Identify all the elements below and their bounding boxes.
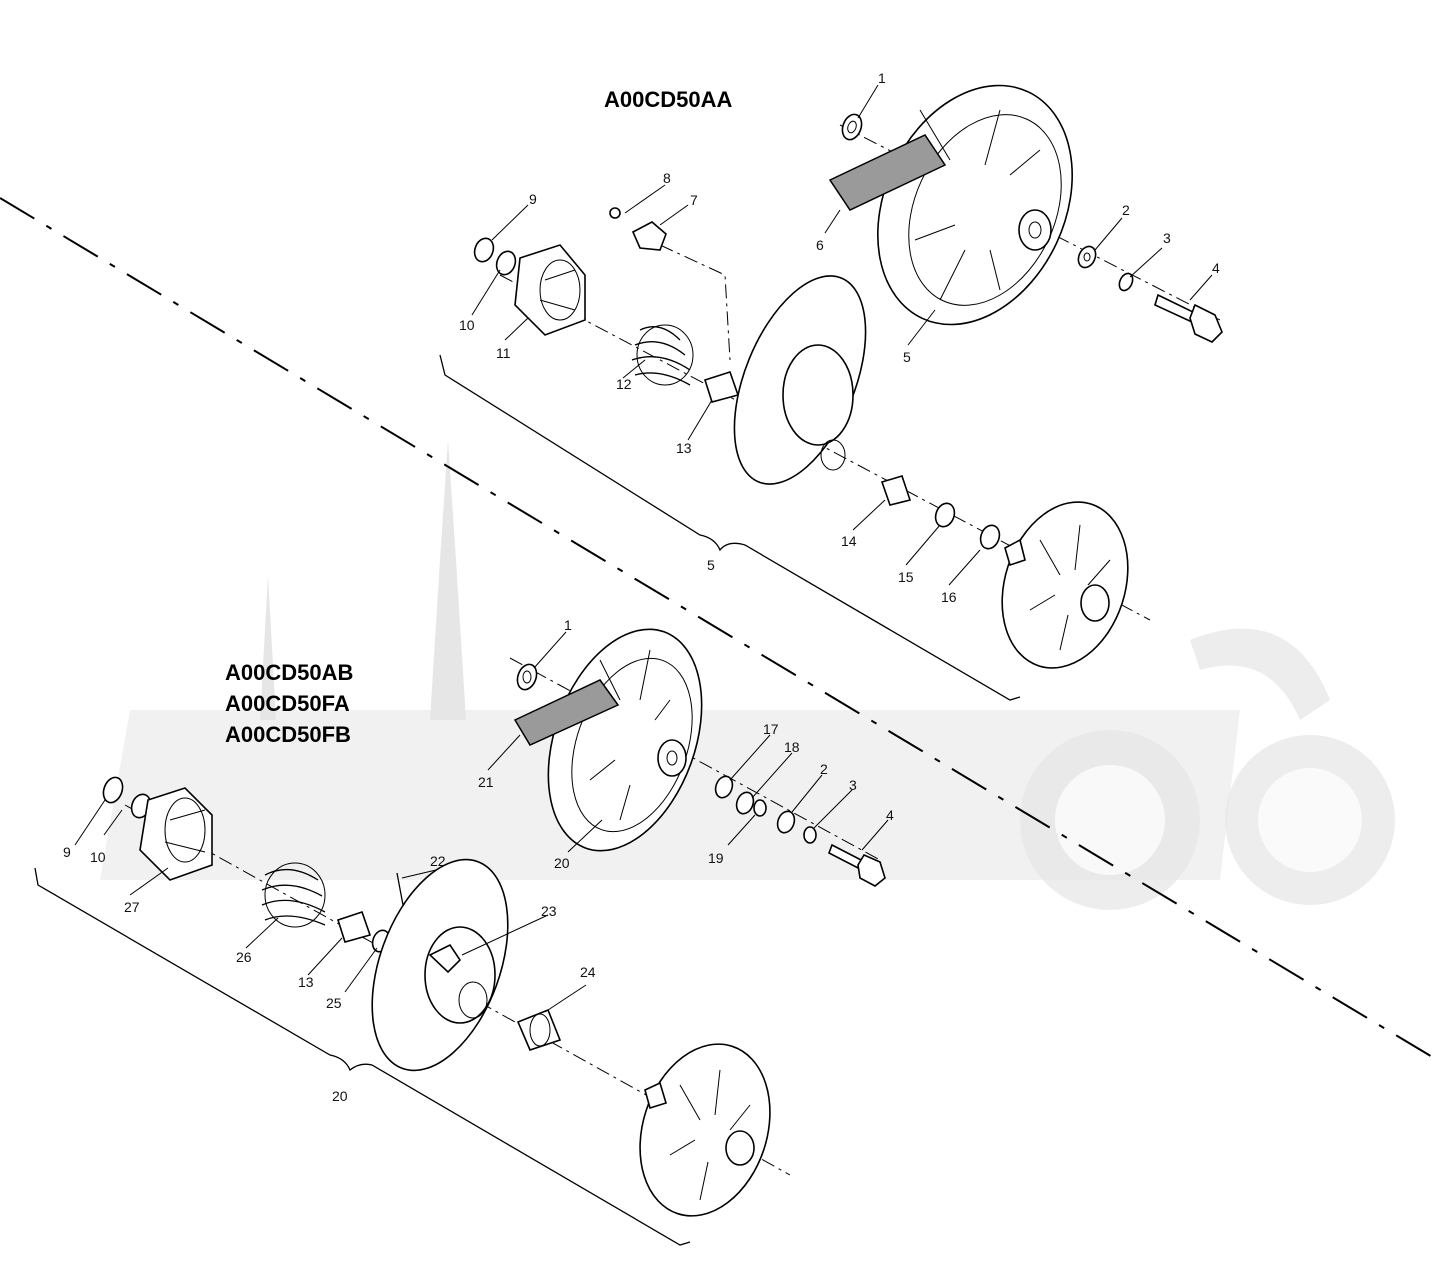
callout-20-brace: 20: [332, 1088, 348, 1104]
belt-part-21: [513, 679, 620, 746]
weight-part-7: [631, 221, 667, 251]
bolt-part-4: [1154, 293, 1223, 343]
callout-15: 15: [898, 569, 914, 585]
callout-9-b: 9: [63, 844, 71, 860]
spring-part-26: [261, 862, 326, 928]
model-label-bottom-1: A00CD50AB: [225, 660, 353, 685]
movable-sheave-top: [733, 275, 867, 485]
bushing-part-13-b: [336, 910, 372, 943]
callout-1: 1: [878, 70, 886, 86]
callout-4: 4: [1212, 260, 1220, 276]
callout-10: 10: [459, 317, 475, 333]
callout-8: 8: [663, 170, 671, 186]
bushing-part-13: [703, 371, 740, 403]
callout-18: 18: [784, 739, 800, 755]
callout-5-brace: 5: [707, 557, 715, 573]
screw-part-22: [396, 872, 404, 906]
bushing-part-24: [516, 1008, 562, 1051]
callout-20: 20: [554, 855, 570, 871]
washer-part-19: [753, 799, 767, 817]
washer-part-2-b: [776, 810, 796, 834]
washer-part-18: [735, 791, 755, 815]
belt-part-6: [828, 134, 947, 211]
callout-5: 5: [903, 349, 911, 365]
movable-sheave-part-23: [371, 858, 509, 1072]
bushing-part-14: [880, 475, 912, 506]
callout-25: 25: [326, 995, 342, 1011]
callout-19: 19: [708, 850, 724, 866]
callout-4-b: 4: [886, 807, 894, 823]
cam-part-27: [139, 787, 213, 881]
callout-22: 22: [430, 853, 446, 869]
callout-labels-bottom: 1 2 3 4 9 10 13 17 18 19 20 20 21 22 23 …: [63, 617, 894, 1104]
callout-16: 16: [941, 589, 957, 605]
callout-6: 6: [816, 237, 824, 253]
callout-3-b: 3: [849, 777, 857, 793]
callout-10-b: 10: [90, 849, 106, 865]
callout-17: 17: [763, 721, 779, 737]
washer-part-10: [495, 250, 517, 276]
brace-part-20: [34, 867, 691, 1246]
model-label-bottom-2: A00CD50FA: [225, 691, 350, 716]
callout-26: 26: [236, 949, 252, 965]
screw-part-8: [609, 207, 621, 219]
bolt-part-4-b: [828, 843, 886, 887]
fixed-sheave-top: [1001, 501, 1129, 669]
washer-part-17: [714, 775, 734, 799]
bottom-assembly: [34, 628, 886, 1246]
callout-9: 9: [529, 191, 537, 207]
callout-labels-top: 1 2 3 4 5 5 6 7 8 9 10 11 12 13 14 15 16: [459, 70, 1220, 605]
lockwasher-part-3-b: [803, 826, 817, 844]
spring-part-12: [631, 324, 694, 386]
snapring-part-9: [473, 237, 495, 263]
top-assembly: [439, 84, 1223, 701]
fixed-sheave-bottom: [639, 1043, 771, 1217]
callout-11: 11: [496, 345, 511, 361]
sheave-part-5: [877, 84, 1073, 326]
leader-lines: [74, 84, 1213, 1013]
callout-1-b: 1: [564, 617, 572, 633]
model-label-bottom-3: A00CD50FB: [225, 722, 351, 747]
model-label-top: A00CD50AA: [604, 87, 732, 112]
callout-7: 7: [690, 192, 698, 208]
washer-part-1-b: [516, 663, 538, 691]
callout-2-b: 2: [820, 761, 828, 777]
washer-part-1: [841, 113, 863, 141]
callout-14: 14: [841, 533, 857, 549]
washer-part-16: [979, 524, 1001, 550]
divider-line: [0, 197, 1434, 1059]
callout-27: 27: [124, 899, 140, 915]
callout-23: 23: [541, 903, 557, 919]
brace-part-5: [439, 354, 1021, 701]
callout-13: 13: [676, 440, 692, 456]
callout-3: 3: [1163, 230, 1171, 246]
callout-12: 12: [616, 376, 632, 392]
sheave-part-20: [547, 628, 703, 852]
snapring-part-9-b: [102, 776, 124, 804]
lockwasher-part-3: [1118, 272, 1134, 292]
cam-part-11: [514, 244, 586, 336]
callout-13-b: 13: [298, 974, 314, 990]
callout-2: 2: [1122, 202, 1130, 218]
washer-part-2: [1077, 245, 1097, 269]
washer-part-15: [934, 502, 956, 528]
callout-24: 24: [580, 964, 596, 980]
callout-21: 21: [478, 774, 494, 790]
